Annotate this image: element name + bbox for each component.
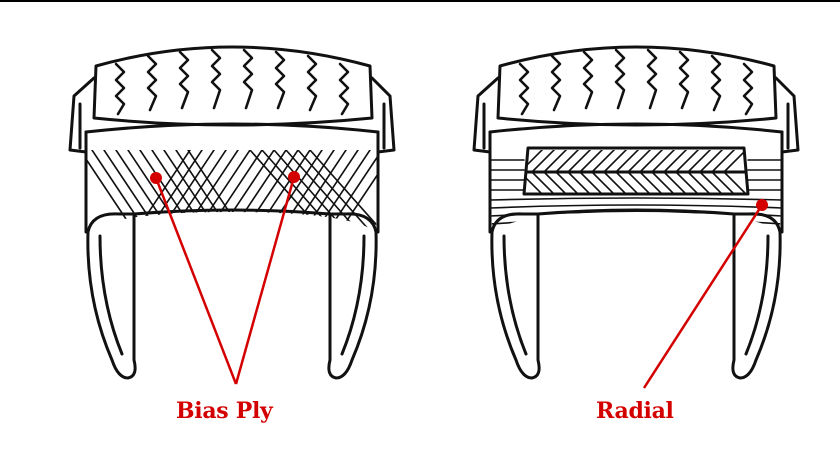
radial-pointer-line [644,205,762,388]
bias-ply-tire-icon [70,47,394,378]
radial-marker [756,199,768,211]
radial-label: Radial [596,398,674,424]
radial-tire-icon [474,47,798,378]
bias-ply-callout [150,171,300,384]
bias-ply-marker-right [288,171,300,183]
bias-ply-marker-left [150,172,162,184]
bias-ply-pointer-line-right [236,177,294,384]
radial-callout [644,199,768,388]
bias-ply-label: Bias Ply [176,398,273,424]
